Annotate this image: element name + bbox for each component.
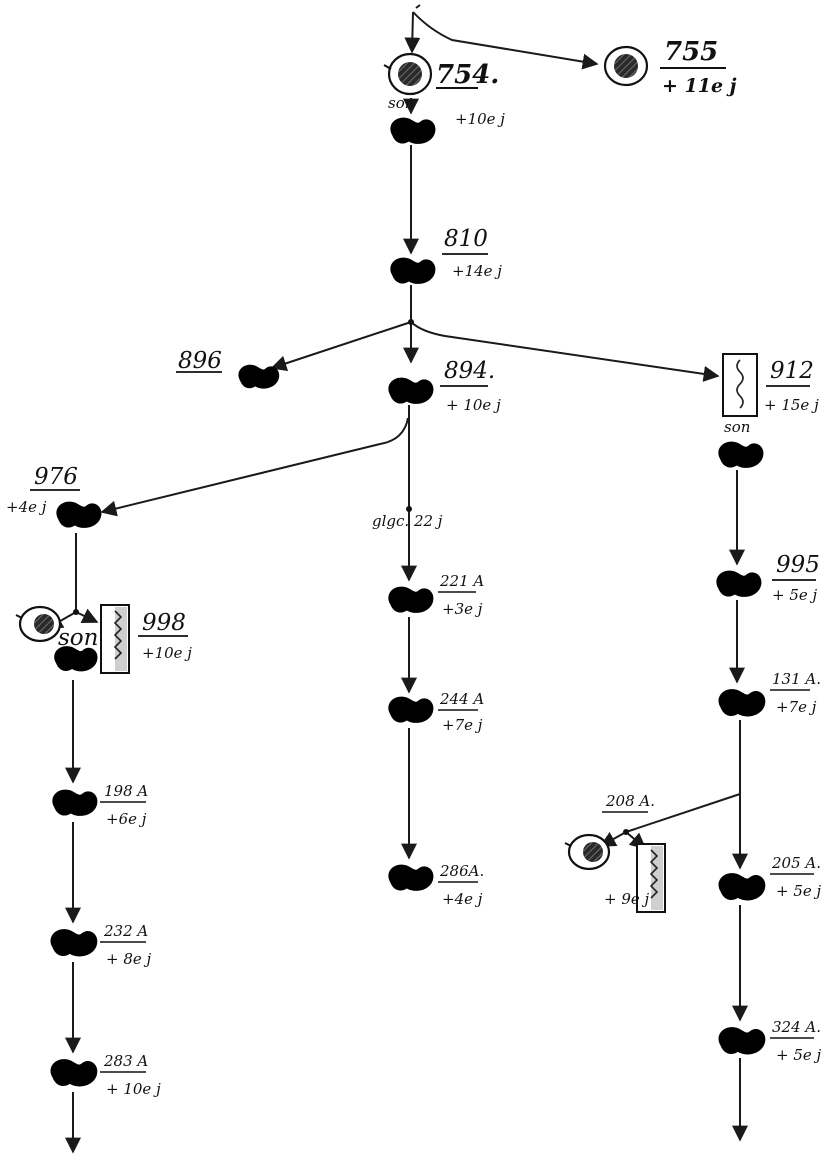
bean-244A [388, 697, 433, 723]
gen-205A: + 5e j [776, 882, 822, 900]
gen-755: + 11e j [662, 75, 737, 97]
bean-286A [388, 865, 433, 891]
bean-324A [719, 1027, 766, 1054]
label-754: 754. [436, 60, 499, 90]
edge-894-to-976 [102, 418, 408, 512]
culture-dish-icon [565, 835, 609, 869]
gen-995: + 5e j [772, 586, 818, 604]
gen-131A: +7e j [776, 698, 817, 716]
label-324A: 324 A. [772, 1018, 821, 1036]
junction-dot [73, 609, 79, 615]
label-283A: 283 A [103, 1052, 148, 1070]
label-998: 998 [142, 610, 186, 636]
edge-split-to-tube [76, 612, 97, 622]
edge-root-to-754 [412, 12, 413, 52]
label-205A: 205 A. [771, 854, 821, 872]
junction-dot [408, 319, 414, 325]
gen-754: +10e j [455, 110, 505, 128]
culture-dish-icon [605, 47, 647, 85]
bean-232A [51, 929, 98, 956]
label-221A: 221 A [439, 572, 484, 590]
gen-810: +14e j [452, 262, 502, 280]
gen-221A: +3e j [442, 600, 483, 618]
junction-dot [623, 829, 629, 835]
note-998: son [58, 625, 98, 651]
edge-root-to-755 [413, 12, 597, 64]
label-755: 755 [664, 37, 718, 67]
gen-198A: +6e j [106, 810, 147, 828]
bean-205A [719, 873, 766, 900]
gen-286A: +4e j [442, 890, 483, 908]
gen-912: + 15e j [764, 396, 819, 414]
gen-244A: +7e j [442, 716, 483, 734]
gen-208A: + 9e j [604, 890, 650, 908]
label-976: 976 [34, 464, 78, 490]
bean-131A [719, 689, 766, 716]
bean-912 [718, 442, 763, 468]
label-286A: 286A. [439, 862, 484, 880]
bean-896 [238, 365, 279, 389]
gen-894: + 10e j [446, 396, 501, 414]
bean-995 [716, 571, 761, 597]
glucose-annotation: glgc. 22 j [372, 512, 443, 530]
gen-232A: + 8e j [106, 950, 152, 968]
note-754: son [388, 94, 414, 112]
label-896: 896 [178, 348, 222, 374]
bean-810 [390, 258, 435, 284]
label-244A: 244 A [439, 690, 484, 708]
edge-root-tick [416, 5, 420, 8]
label-995: 995 [776, 552, 820, 578]
label-131A: 131 A. [772, 670, 821, 688]
label-208A: 208 A. [605, 792, 655, 810]
gen-324A: + 5e j [776, 1046, 822, 1064]
bran-medium-tube-icon [101, 605, 129, 673]
gen-976: +4e j [6, 498, 47, 516]
bean-283A [51, 1059, 98, 1086]
culture-dish-icon [384, 54, 431, 94]
label-894: 894. [444, 358, 495, 384]
culture-dish-icon [16, 607, 60, 641]
bean-754 [390, 118, 435, 144]
bean-221A [388, 587, 433, 613]
bean-198A [52, 790, 97, 816]
junction-dot [406, 506, 412, 512]
bean-976 [56, 502, 101, 528]
label-810: 810 [444, 226, 488, 252]
edge-branch-to-896 [272, 322, 411, 368]
gen-998: +10e j [142, 644, 192, 662]
label-232A: 232 A [103, 922, 148, 940]
bean-894 [388, 378, 433, 404]
note-912: son [724, 418, 750, 436]
bran-medium-tube-icon [723, 354, 757, 416]
label-198A: 198 A [104, 782, 148, 800]
gen-283A: + 10e j [106, 1080, 161, 1098]
label-912: 912 [770, 358, 814, 384]
